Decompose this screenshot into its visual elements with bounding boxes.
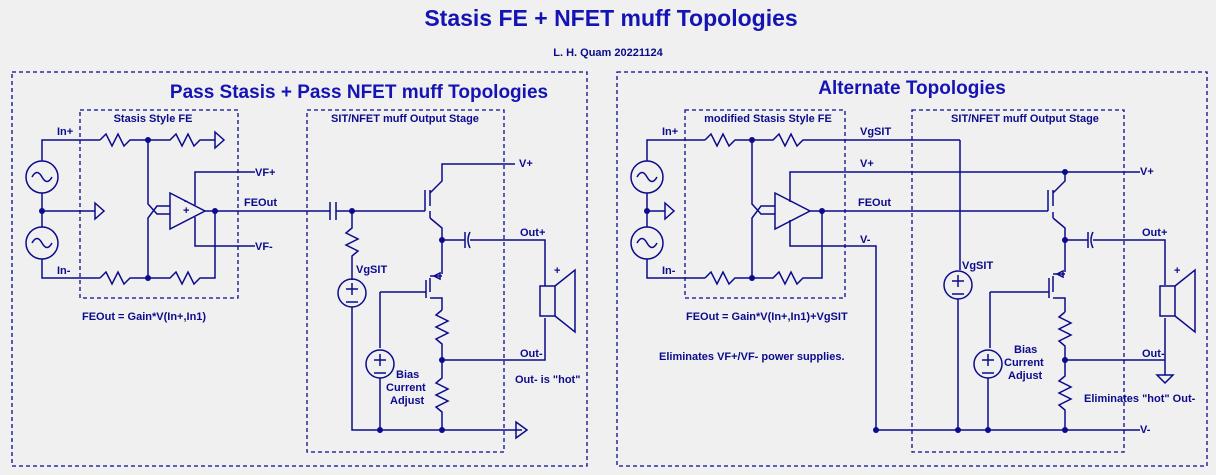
- left-note-out-hot: Out- is "hot": [515, 374, 580, 386]
- left-input-resistors-top: [99, 132, 215, 148]
- right-ground-symbol: [1155, 374, 1175, 385]
- svg-text:-: -: [184, 195, 188, 207]
- left-ground-arrow: [94, 201, 106, 221]
- right-output-stage-label: SIT/NFET muff Output Stage: [951, 113, 1099, 125]
- right-panel-frame: [616, 71, 1208, 467]
- left-v-plus-label: V+: [519, 158, 533, 170]
- right-input-resistors-top: [704, 132, 960, 148]
- right-bias-label-2: Current: [1004, 357, 1044, 369]
- right-bias-label-1: Bias: [1014, 344, 1037, 356]
- author-date: L. H. Quam 20221124: [553, 47, 663, 59]
- right-out-plus-label: Out+: [1142, 227, 1167, 239]
- left-vgsit-source: [337, 278, 367, 308]
- left-bias-label-3: Adjust: [390, 395, 425, 407]
- right-speaker: [1159, 268, 1196, 334]
- left-v-minus-arrow: [515, 420, 529, 440]
- page-title: Stasis FE + NFET muff Topologies: [424, 5, 797, 31]
- left-speaker-plus: +: [554, 265, 560, 277]
- left-vf-plus-label: VF+: [255, 167, 275, 179]
- left-out-minus-label: Out-: [520, 348, 543, 360]
- right-vgsit-source: [943, 270, 973, 300]
- left-sit-transistor: [424, 163, 515, 240]
- left-feout-label: FEOut: [244, 197, 277, 209]
- right-ground-arrow: [664, 201, 676, 221]
- right-v-plus-net-label: V+: [860, 158, 874, 170]
- left-gate-resistor: [344, 211, 360, 280]
- right-input-source-plus: [630, 160, 664, 194]
- right-sit-transistor: [1047, 172, 1066, 240]
- right-opamp: [774, 191, 812, 231]
- right-in-plus-label: In+: [662, 126, 678, 138]
- right-bias-label-3: Adjust: [1008, 370, 1043, 382]
- right-feout-label: FEOut: [858, 197, 891, 209]
- left-panel: Pass Stasis + Pass NFET muff Topologies …: [25, 82, 580, 453]
- svg-text:+: +: [183, 205, 189, 217]
- right-note-hot: Eliminates "hot" Out-: [1084, 393, 1196, 405]
- left-input-source-minus: [25, 226, 59, 260]
- left-nfet: [379, 240, 443, 348]
- right-v-minus-label: V-: [1140, 424, 1151, 436]
- right-panel: Alternate Topologies modified Stasis Sty…: [630, 78, 1196, 453]
- left-formula: FEOut = Gain*V(In+,In1): [82, 311, 206, 323]
- left-fe-box-label: Stasis Style FE: [114, 113, 193, 125]
- right-heading: Alternate Topologies: [818, 78, 1006, 99]
- right-source-resistor: [1057, 311, 1073, 360]
- right-fe-box: [684, 109, 846, 299]
- left-coupling-capacitor: [329, 202, 337, 220]
- left-top-arrow: [214, 130, 226, 150]
- right-vgsit-label: VgSIT: [962, 260, 993, 272]
- right-speaker-plus: +: [1174, 265, 1180, 277]
- left-fe-box: [79, 109, 239, 299]
- left-output-stage-box: [306, 109, 505, 453]
- left-in-minus-label: In-: [57, 265, 71, 277]
- right-in-minus-label: In-: [662, 265, 676, 277]
- right-fe-box-label: modified Stasis Style FE: [704, 113, 832, 125]
- left-bias-label-1: Bias: [396, 369, 419, 381]
- right-bias-source: [973, 349, 1003, 379]
- left-heading: Pass Stasis + Pass NFET muff Topologies: [170, 82, 548, 103]
- left-bias-source: [365, 349, 395, 379]
- right-v-minus-net-label: V-: [860, 234, 871, 246]
- left-panel-frame: [11, 71, 588, 467]
- left-source-resistor: [434, 309, 450, 360]
- left-bias-label-2: Current: [386, 382, 426, 394]
- left-in-plus-label: In+: [57, 126, 73, 138]
- right-out-minus-label: Out-: [1142, 348, 1165, 360]
- right-input-source-minus: [630, 226, 664, 260]
- right-v-plus-label: V+: [1140, 166, 1154, 178]
- right-vgsit-net-label: VgSIT: [860, 126, 891, 138]
- left-input-source-plus: [25, 160, 59, 194]
- left-opamp: [169, 191, 207, 231]
- right-formula: FEOut = Gain*V(In+,In1)+VgSIT: [686, 311, 848, 323]
- left-output-stage-label: SIT/NFET muff Output Stage: [331, 113, 479, 125]
- left-vf-minus-label: VF-: [255, 241, 273, 253]
- right-nfet: [989, 240, 1066, 348]
- right-note-supplies: Eliminates VF+/VF- power supplies.: [659, 351, 845, 363]
- left-speaker: [539, 268, 576, 334]
- left-bias-resistor: [434, 360, 450, 430]
- left-vgsit-label: VgSIT: [356, 264, 387, 276]
- right-output-stage-box: [911, 109, 1125, 453]
- right-bias-resistor: [1057, 360, 1073, 430]
- left-out-plus-label: Out+: [520, 227, 545, 239]
